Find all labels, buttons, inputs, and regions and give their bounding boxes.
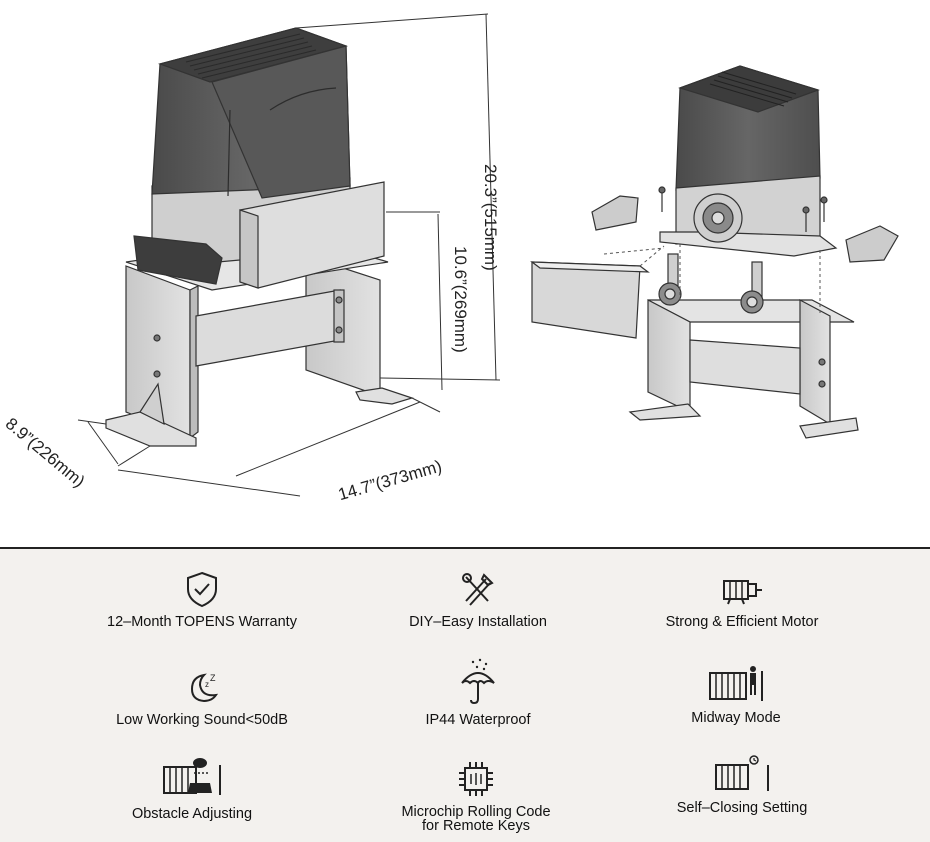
feature-label: Low Working Sound<50dB [116, 712, 288, 728]
opener-drawings [77, 13, 899, 497]
gate-timer-icon [715, 755, 769, 791]
section-divider [0, 547, 930, 549]
product-diagram-area: 20.3”(515mm) 10.6”(269mm) 8.9”(226mm) 14… [1, 13, 899, 505]
moon-sleep-icon: z Z [190, 673, 219, 703]
dim-total-height: 20.3”(515mm) [481, 164, 500, 271]
feature-midway: Midway Mode [606, 663, 866, 725]
feature-diy: DIY–Easy Installation [348, 569, 608, 629]
assembled-opener [105, 27, 414, 447]
dim-mount-height: 10.6”(269mm) [451, 246, 470, 353]
explode-guides [603, 244, 821, 316]
svg-text:z: z [205, 680, 209, 689]
feature-warranty: 12–Month TOPENS Warranty [72, 569, 332, 629]
feature-label-line2: for Remote Keys [422, 818, 530, 834]
shield-check-icon [187, 571, 217, 608]
feature-label: Midway Mode [691, 710, 781, 726]
exploded-view [530, 65, 899, 439]
dimension-lines [77, 13, 501, 497]
feature-label: IP44 Waterproof [425, 712, 531, 728]
feature-obstacle: Obstacle Adjusting [62, 755, 322, 821]
feature-low-sound: z Z Low Working Sound<50dB [72, 667, 332, 727]
feature-label: Microchip Rolling Code [401, 804, 551, 820]
gate-person-icon [709, 666, 763, 701]
feature-motor: Strong & Efficient Motor [612, 569, 872, 629]
feature-self-closing: Self–Closing Setting [612, 753, 872, 815]
features-panel: 12–Month TOPENS Warranty DIY–Easy Instal… [0, 549, 930, 842]
tools-icon [462, 573, 494, 606]
umbrella-rain-icon [461, 658, 495, 705]
feature-rolling-code: Microchip Rolling Code for Remote Keys [346, 759, 606, 833]
svg-text:Z: Z [210, 673, 216, 683]
gate-car-icon [163, 758, 221, 795]
feature-label: Obstacle Adjusting [131, 806, 253, 822]
feature-waterproof: IP44 Waterproof [348, 657, 608, 727]
microchip-icon [459, 762, 493, 796]
feature-label: DIY–Easy Installation [409, 614, 547, 630]
feature-label: Strong & Efficient Motor [665, 614, 819, 630]
motor-icon [723, 580, 762, 605]
feature-label: Self–Closing Setting [676, 800, 808, 816]
feature-label: 12–Month TOPENS Warranty [107, 614, 297, 630]
